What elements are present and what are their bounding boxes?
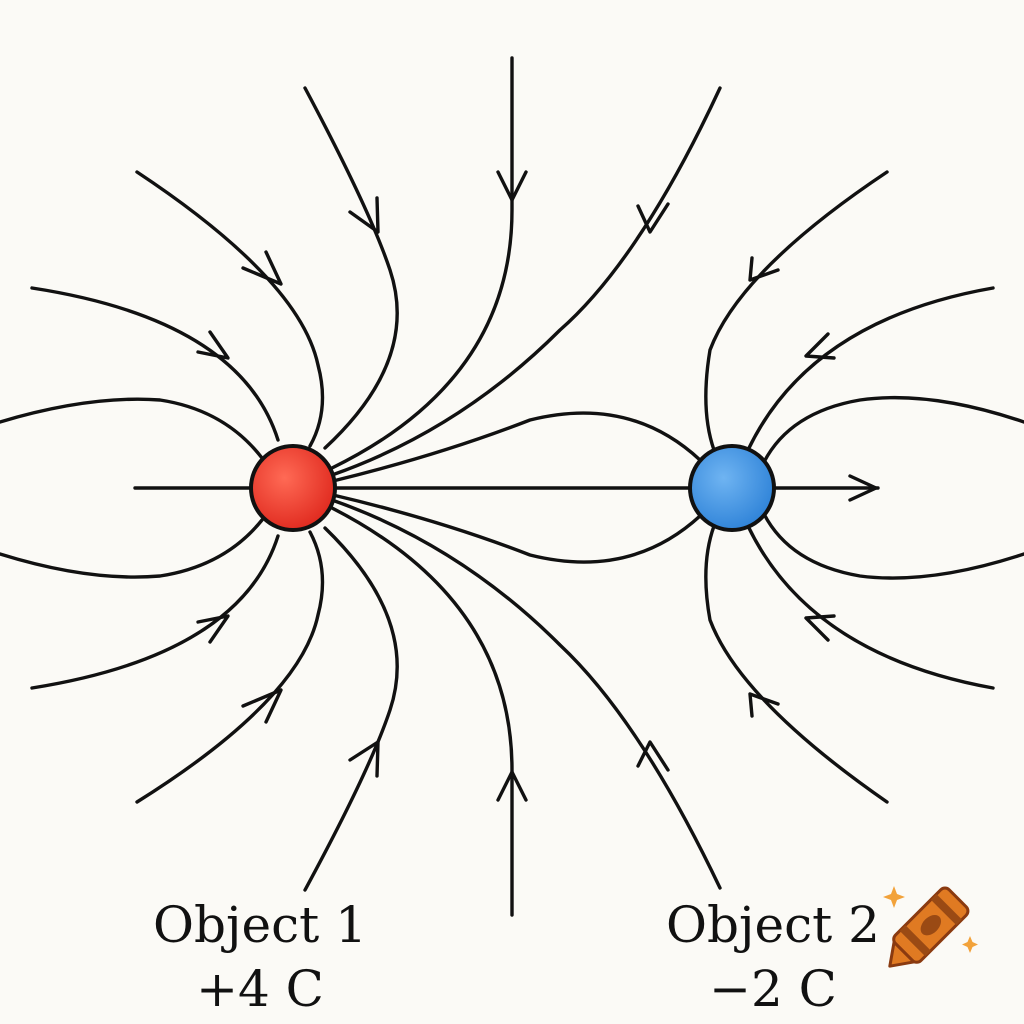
arrowhead: [804, 614, 836, 642]
field-line: [30, 534, 280, 690]
field-line: [303, 526, 399, 892]
arrowhead: [636, 740, 670, 772]
field-line: [330, 506, 514, 917]
field-line: [0, 518, 264, 579]
arrowhead: [848, 474, 878, 502]
field-line: [762, 512, 1024, 580]
object-1-label: Object 1 +4 C: [140, 893, 380, 1021]
field-line: [30, 286, 280, 442]
field-line: [330, 86, 722, 477]
arrowhead: [348, 740, 380, 778]
arrowhead: [348, 196, 380, 234]
arrowhead: [496, 770, 528, 802]
object-2-name: Object 2: [666, 896, 880, 954]
arrowhead: [241, 688, 283, 724]
field-line: [704, 170, 889, 452]
connecting-field-line: [331, 493, 702, 564]
arrowhead: [196, 614, 230, 644]
crayon-icon: [883, 886, 978, 968]
field-line: [0, 397, 264, 460]
field-line: [746, 524, 995, 690]
field-line: [330, 56, 514, 470]
arrowhead: [196, 330, 230, 360]
object-1-name: Object 1: [153, 896, 367, 954]
arrowhead: [496, 170, 528, 202]
arrowhead: [241, 250, 283, 286]
field-line: [135, 170, 325, 448]
object-2-label: Object 2 −2 C: [648, 893, 898, 1021]
field-line: [303, 86, 399, 450]
field-line: [746, 286, 995, 452]
field-line: [762, 395, 1024, 464]
arrowhead: [748, 692, 780, 718]
object-2-charge: −2 C: [709, 960, 837, 1018]
connecting-field-line: [331, 411, 702, 483]
object-2-negative-charge: [688, 444, 776, 532]
field-line: [704, 524, 889, 804]
field-line: [330, 498, 722, 890]
object-1-charge: +4 C: [196, 960, 324, 1018]
field-line: [135, 530, 325, 804]
arrowhead: [748, 256, 780, 282]
arrowhead: [636, 202, 670, 234]
arrowhead: [804, 332, 836, 360]
object-1-positive-charge: [249, 444, 337, 532]
